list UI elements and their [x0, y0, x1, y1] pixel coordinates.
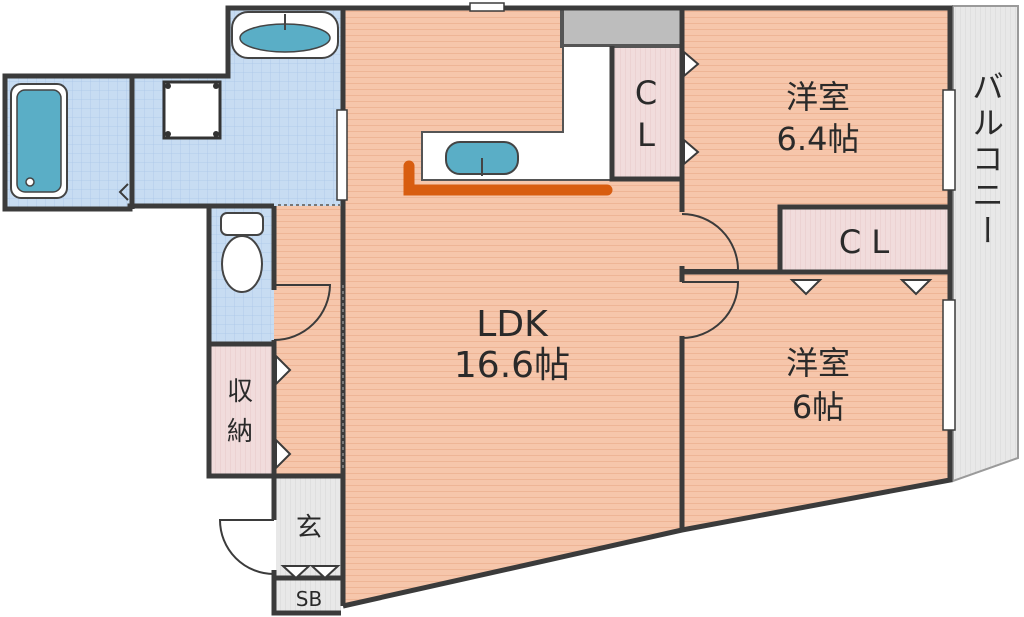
balcony-label: バルコニー: [967, 70, 1005, 250]
counter-edge: [403, 160, 613, 196]
middle-closet-label: C L: [839, 223, 890, 261]
middle-closet-area: [780, 207, 950, 271]
western-room-upper-name: 洋室: [786, 78, 850, 116]
kitchen-hood-block: [560, 6, 684, 48]
storage-label-2: 納: [227, 417, 253, 447]
walls: [2, 5, 953, 616]
western-room-lower-floor: [682, 272, 950, 530]
shoe-box-label: SB: [296, 587, 322, 611]
western-room-lower-size: 6帖: [792, 388, 844, 426]
sliding-partitions: [278, 204, 344, 470]
storage-label-1: 収: [227, 377, 253, 407]
storage-area: [209, 344, 274, 474]
upper-closet-area: [612, 45, 682, 179]
western-room-lower-name: 洋室: [786, 344, 850, 382]
washing-machine-pan: [162, 80, 222, 140]
entrance-area: [276, 476, 341, 578]
genkan-label: 玄: [296, 513, 322, 543]
upper-closet-label-l: L: [637, 116, 655, 154]
upper-closet-label-c: C: [635, 74, 657, 112]
hallway-floor: [274, 206, 343, 474]
ldk-size: 16.6帖: [454, 345, 570, 386]
toilet: [220, 212, 264, 293]
shoe-box-area: [276, 578, 341, 613]
closet-door-marks: [275, 49, 933, 580]
windows: [336, 2, 956, 431]
western-room-upper-size: 6.4帖: [777, 120, 860, 158]
doors: [118, 183, 740, 575]
ldk-name: LDK: [476, 304, 549, 345]
